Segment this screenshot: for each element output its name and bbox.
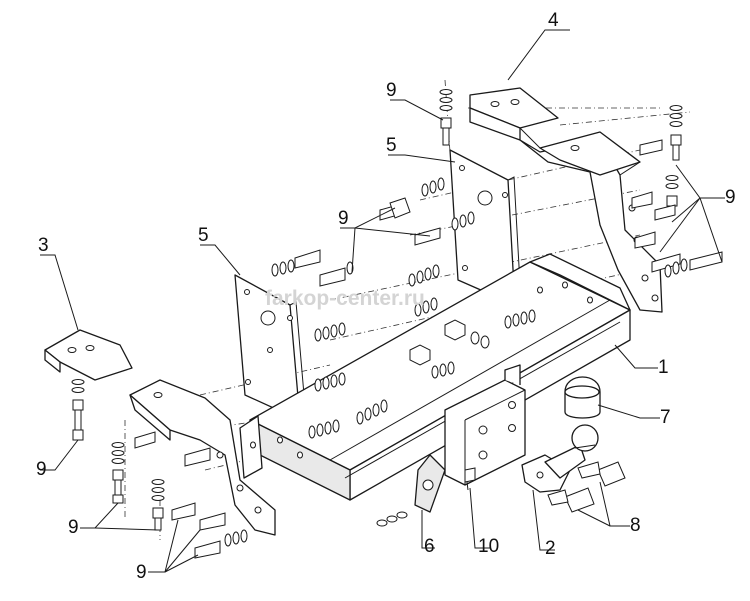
callout-6: 6 bbox=[424, 536, 435, 557]
leader-lines bbox=[40, 29, 725, 573]
callout-9-plates: 9 bbox=[338, 208, 349, 229]
callout-10: 10 bbox=[478, 536, 499, 557]
watermark-text: farkop-center.ru bbox=[265, 287, 425, 310]
fastener-sets bbox=[71, 89, 723, 559]
tow-bar-receiver bbox=[444, 364, 526, 486]
callout-4: 4 bbox=[548, 10, 559, 31]
callout-3: 3 bbox=[38, 235, 49, 256]
callout-9-right: 9 bbox=[725, 187, 736, 208]
callout-2: 2 bbox=[545, 538, 556, 559]
callout-9-top: 9 bbox=[386, 80, 397, 101]
callout-1: 1 bbox=[658, 357, 669, 378]
tow-ball-bolts bbox=[547, 461, 626, 513]
tow-ball-cap bbox=[564, 376, 601, 419]
right-mounting-bracket bbox=[469, 87, 663, 313]
callout-7: 7 bbox=[660, 407, 671, 428]
callout-5-left-plate: 5 bbox=[198, 225, 209, 246]
socket-plate bbox=[414, 454, 446, 513]
callout-9-left: 9 bbox=[36, 459, 47, 480]
left-mounting-bracket bbox=[44, 329, 276, 536]
socket-bolt bbox=[464, 467, 476, 491]
callout-5-right-plate: 5 bbox=[386, 135, 397, 156]
tow-ball-neck bbox=[521, 424, 599, 493]
callout-labels: 4 9 5 9 5 3 9 1 7 8 2 10 6 9 9 9 bbox=[36, 10, 736, 583]
callout-9-bottom: 9 bbox=[136, 562, 147, 583]
callout-9-lower-left: 9 bbox=[68, 517, 79, 538]
callout-8: 8 bbox=[630, 515, 641, 536]
